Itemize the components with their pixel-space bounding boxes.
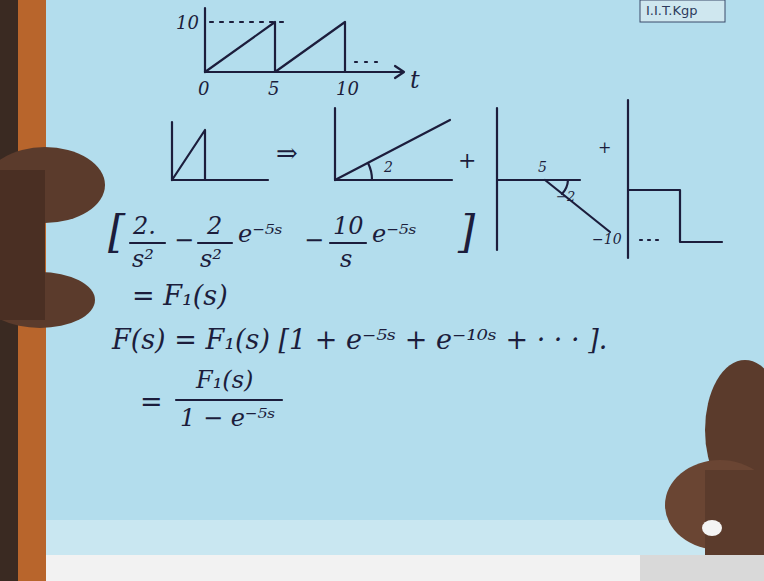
slope-value: 2	[384, 160, 393, 174]
denominator: s²	[132, 247, 154, 271]
numerator: F₁(s)	[196, 368, 253, 392]
plus-sign: +	[458, 150, 476, 172]
header-mark: I.I.T.Kgp	[646, 4, 698, 17]
equation: = F₁(s)	[132, 282, 228, 309]
axis-name: t	[410, 68, 420, 92]
bracket: [	[108, 210, 125, 254]
denominator: s	[340, 247, 352, 271]
implies-sign: ⇒	[276, 140, 298, 166]
numerator: 10	[333, 214, 364, 238]
denominator: s²	[200, 247, 222, 271]
axis-value: 10	[176, 14, 199, 32]
bracket: ]	[458, 210, 475, 254]
axis-value: 0	[198, 80, 209, 98]
minus-sign: −	[304, 228, 324, 252]
exponential: e⁻⁵ˢ	[372, 222, 417, 246]
equation: F(s) = F₁(s) [1 + e⁻⁵ˢ + e⁻¹⁰ˢ + · · · ]…	[112, 326, 607, 353]
equals-sign: =	[140, 388, 163, 415]
level-value: −10	[592, 232, 622, 246]
axis-value: 10	[336, 80, 359, 98]
numerator: 2	[207, 214, 222, 238]
minus-sign: −	[174, 228, 194, 252]
exponential: e⁻⁵ˢ	[238, 222, 283, 246]
axis-value: 5	[268, 80, 279, 98]
denominator: 1 − e⁻⁵ˢ	[180, 406, 275, 430]
plus-sign: +	[598, 140, 611, 156]
slope-value: −2	[556, 190, 575, 203]
numerator: 2.	[133, 214, 156, 238]
delay-value: 5	[538, 160, 547, 174]
